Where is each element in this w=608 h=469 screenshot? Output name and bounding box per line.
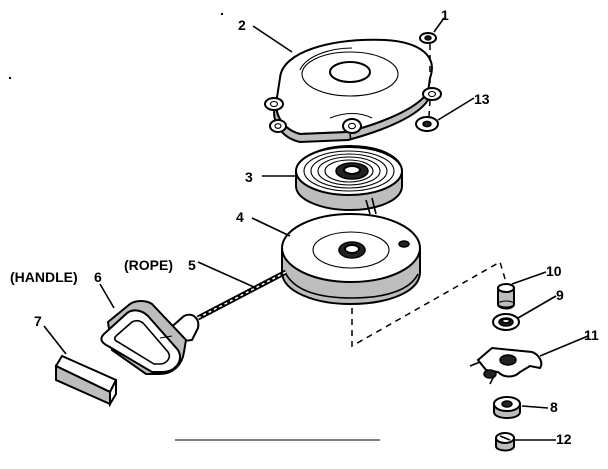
assembly-guide-line xyxy=(428,99,431,117)
recoil-spring xyxy=(295,144,403,215)
label-part-7: 7 xyxy=(34,313,42,329)
label-part-11: 11 xyxy=(584,327,599,343)
starter-housing xyxy=(264,38,442,144)
scan-dot-artifact xyxy=(8,76,12,80)
label-part-1: 1 xyxy=(441,7,449,23)
label-part-12: 12 xyxy=(556,431,572,447)
label-part-5: 5 xyxy=(188,257,196,273)
washer-part-9 xyxy=(492,313,520,331)
label-part-9: 9 xyxy=(556,287,564,303)
nut-part-1 xyxy=(419,32,437,44)
label-part-8: 8 xyxy=(550,399,558,415)
spring-part-8 xyxy=(493,396,521,419)
label-handle: (HANDLE) xyxy=(10,269,78,285)
screw-part-12 xyxy=(495,432,515,452)
label-part-2: 2 xyxy=(238,17,246,33)
handle-insert xyxy=(54,354,118,408)
label-part-10: 10 xyxy=(546,263,562,279)
starter-handle xyxy=(100,300,200,375)
label-part-13: 13 xyxy=(474,91,490,107)
bushing-part-10 xyxy=(497,283,515,310)
washer-part-13 xyxy=(415,116,439,132)
leader-lines xyxy=(43,17,589,441)
label-part-6: 6 xyxy=(94,269,102,285)
starter-rope xyxy=(196,269,288,321)
rope-pulley xyxy=(281,213,421,306)
label-part-4: 4 xyxy=(236,209,244,225)
label-part-3: 3 xyxy=(245,169,253,185)
assembly-guide-line xyxy=(351,260,507,348)
pawl-part-11 xyxy=(469,346,543,385)
label-rope: (ROPE) xyxy=(124,257,173,273)
scan-dot-artifact xyxy=(220,12,224,16)
